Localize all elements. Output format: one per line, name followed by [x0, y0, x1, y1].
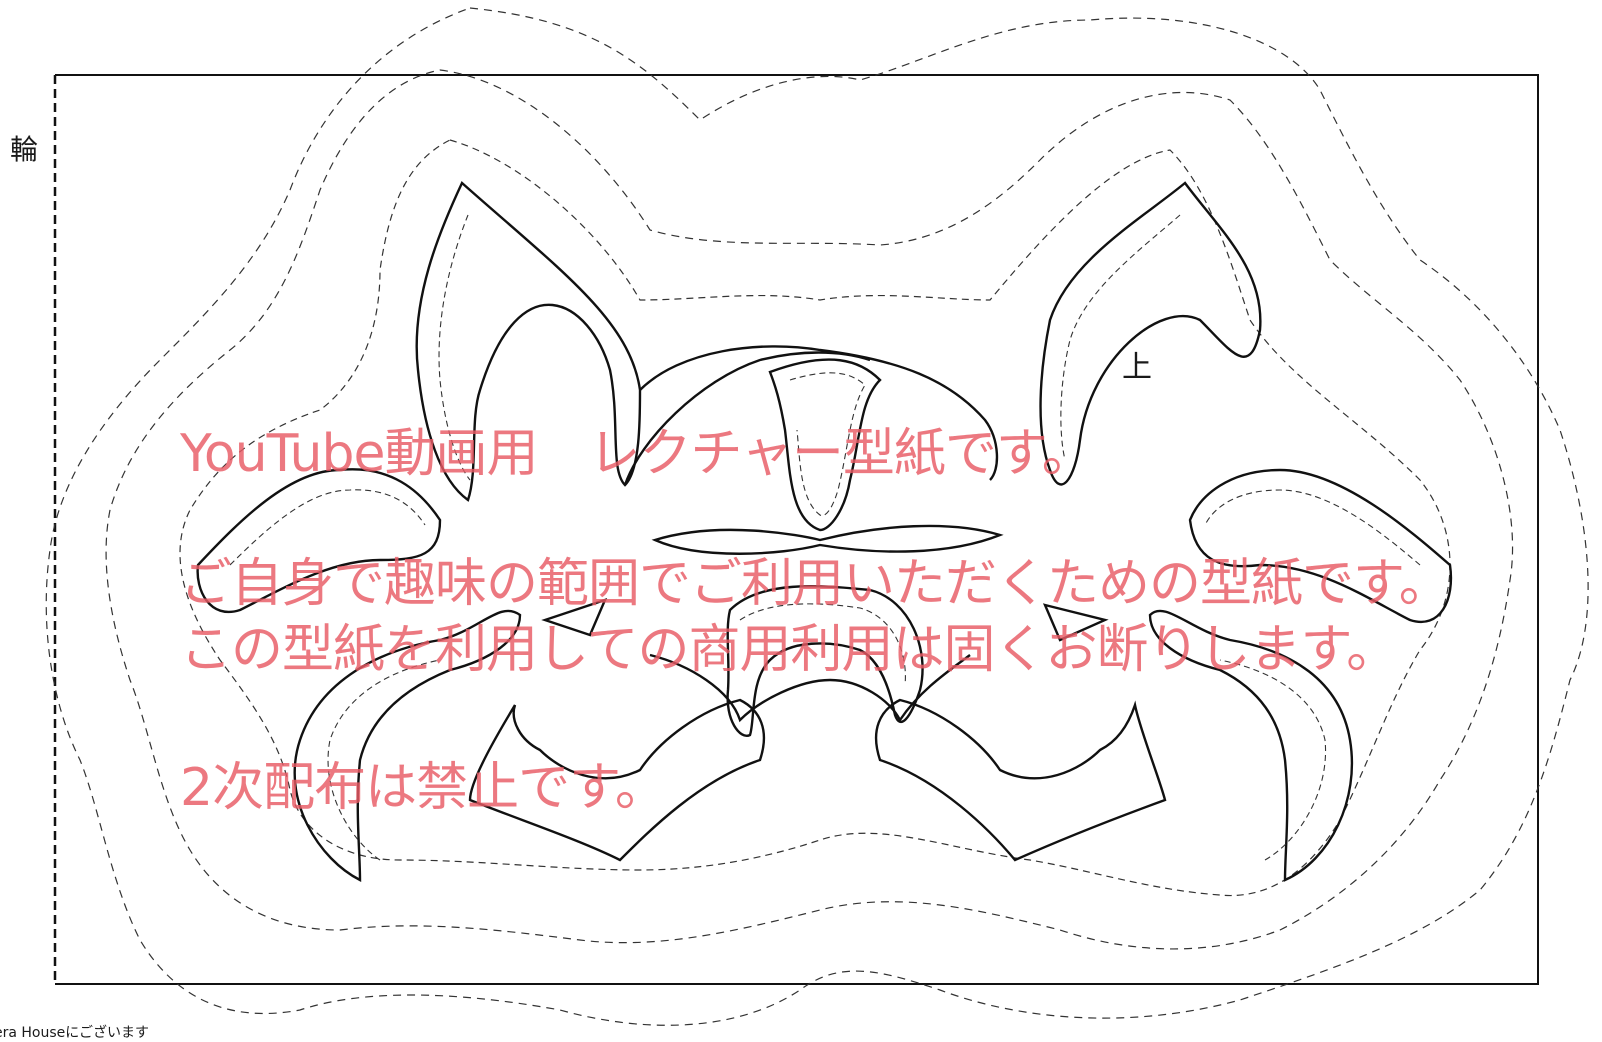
watermark-line-2: ご自身で趣味の範囲でご利用いただくための型紙です。 [180, 554, 1451, 614]
motif-inner-dashed-lines [229, 214, 1421, 861]
watermark-line-4: 2次配布は禁止です。 [180, 758, 667, 818]
watermark-line-3: この型紙を利用しての商用利用は固くお断りします。 [180, 620, 1398, 680]
up-direction-label: 上 [1122, 350, 1152, 385]
copyright-notice: era Houseにございます [0, 1025, 149, 1041]
sheet-border [55, 74, 1539, 985]
second-dashed-contour [105, 69, 1514, 950]
motif-solid-lines [196, 181, 1453, 882]
fold-label: 輪 [10, 133, 39, 166]
watermark-line-1: YouTube動画用 レクチャー型紙です。 [180, 424, 1094, 484]
third-dashed-contour [179, 139, 1451, 897]
outer-dashed-contour [45, 7, 1589, 1026]
